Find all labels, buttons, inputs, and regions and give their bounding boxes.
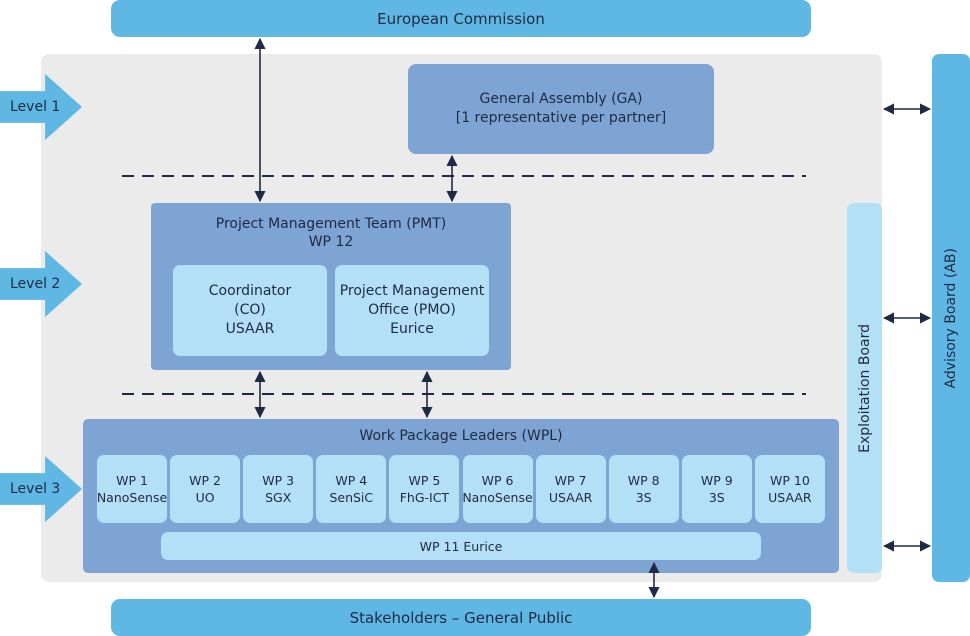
level-3-arrow: Level 3	[0, 456, 82, 522]
european-commission-box: European Commission	[111, 0, 811, 37]
wp-partner: 3S	[708, 490, 725, 505]
wp-partner: UO	[195, 490, 215, 505]
wp-partner: USAAR	[548, 490, 593, 505]
level-3-label: Level 3	[10, 481, 61, 497]
general-assembly-box: General Assembly (GA) [1 representative …	[408, 64, 714, 154]
wp-partner: SenSiC	[329, 490, 374, 505]
wp-partner: FhG-ICT	[399, 490, 450, 505]
wp-number: WP 10	[770, 473, 810, 488]
wp-partner: NanoSense	[96, 490, 168, 505]
wp-number: WP 5	[408, 473, 441, 488]
stakeholders-box: Stakeholders – General Public	[111, 599, 811, 636]
pmo-line-3: Eurice	[390, 321, 434, 337]
wp-box: WP 7 USAAR	[535, 455, 606, 523]
wpl-title: Work Package Leaders (WPL)	[359, 428, 563, 444]
pmo-line-1: Project Management	[339, 283, 485, 299]
pmo-box: Project Management Office (PMO) Eurice	[335, 265, 489, 356]
pmt-title: Project Management Team (PMT)	[215, 216, 447, 232]
pmt-wp-label: WP 12	[308, 234, 354, 250]
wp-number: WP 3	[262, 473, 295, 488]
wp-partner: 3S	[635, 490, 652, 505]
wp-number: WP 1	[116, 473, 148, 488]
exploitation-board-box: Exploitation Board	[847, 203, 882, 573]
wp-number: WP 8	[627, 473, 660, 488]
level-2-arrow: Level 2	[0, 251, 82, 317]
coordinator-box: Coordinator (CO) USAAR	[173, 265, 327, 356]
wp11-box: WP 11 Eurice	[161, 532, 761, 560]
pmt-box: Project Management Team (PMT) WP 12 Coor…	[151, 203, 511, 370]
coordinator-line-3: USAAR	[225, 321, 275, 337]
coordinator-line-1: Coordinator	[208, 283, 292, 299]
wp-box: WP 4 SenSiC	[316, 455, 387, 523]
wp-box: WP 1 NanoSense	[97, 455, 167, 523]
wp-box: WP 6 NanoSense	[462, 455, 533, 523]
wp-number: WP 4	[335, 473, 368, 488]
wp-box: WP 10 USAAR	[754, 455, 825, 523]
wp-box: WP 3 SGX	[243, 455, 314, 523]
coordinator-line-2: (CO)	[234, 302, 266, 318]
level-1-label: Level 1	[10, 99, 61, 115]
wp-box: WP 9 3S	[681, 455, 752, 523]
wp-box: WP 2 UO	[170, 455, 241, 523]
wp-partner: NanoSense	[462, 490, 533, 505]
stakeholders-label: Stakeholders – General Public	[349, 608, 573, 627]
general-assembly-subtitle: [1 representative per partner]	[455, 110, 667, 126]
advisory-board-box: Advisory Board (AB)	[932, 54, 970, 582]
wp-partner: USAAR	[768, 490, 812, 505]
wp-number: WP 2	[189, 473, 221, 488]
wp11-label: WP 11 Eurice	[419, 538, 503, 554]
wp-number: WP 9	[700, 473, 733, 488]
general-assembly-title: General Assembly (GA)	[479, 91, 643, 107]
european-commission-label: European Commission	[377, 9, 545, 28]
wp-box: WP 8 3S	[608, 455, 679, 523]
wp-partner: SGX	[265, 490, 292, 505]
level-2-label: Level 2	[10, 276, 61, 292]
level-1-arrow: Level 1	[0, 74, 82, 140]
wp-number: WP 6	[481, 473, 514, 488]
wpl-box: Work Package Leaders (WPL) WP 1 NanoSense…	[83, 419, 839, 573]
wp-box: WP 5 FhG-ICT	[389, 455, 460, 523]
wp-number: WP 7	[554, 473, 587, 488]
pmo-line-2: Office (PMO)	[368, 302, 456, 318]
